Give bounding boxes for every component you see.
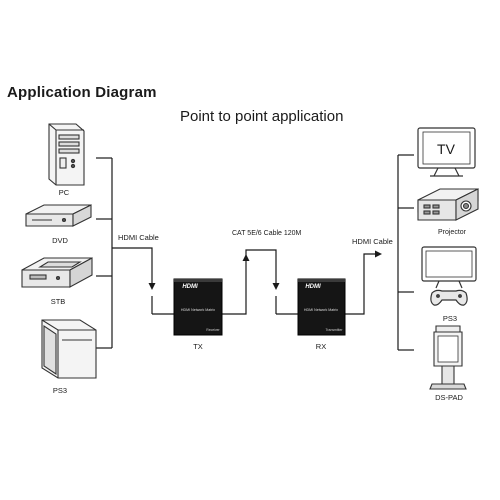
input-hdmi-line	[112, 247, 156, 290]
source-label-pc: PC	[59, 188, 70, 197]
pc-tower-icon	[48, 123, 85, 186]
rx-label: RX	[316, 342, 326, 351]
rx-extender-box: HDMI HDMI Network Matrix Transmitter	[297, 278, 346, 336]
rx-role-text: Transmitter	[325, 328, 343, 332]
display-label-dspad: DS-PAD	[435, 393, 463, 402]
monitor-gamepad-icon	[421, 246, 477, 306]
tx-hdmi-logo: HDMI	[182, 284, 198, 290]
display-label-projector: Projector	[438, 229, 467, 236]
tv-icon	[417, 127, 476, 177]
kiosk-stand-icon	[429, 325, 467, 390]
source-label-dvd: DVD	[52, 236, 68, 245]
ps3-console-icon	[41, 319, 97, 379]
tx-model-text: HDMI Network Matrix	[181, 308, 215, 312]
connection-lines	[96, 154, 414, 351]
tv-screen-text: TV	[437, 141, 456, 157]
display-label-ps3: PS3	[443, 314, 457, 323]
tx-label: TX	[193, 342, 203, 351]
page-title: Application Diagram	[7, 84, 157, 101]
link-cable-label: CAT 5E/6 Cable 120M	[232, 230, 302, 237]
projector-icon	[417, 188, 479, 221]
tx-extender-box: HDMI HDMI Network Matrix Receiver	[173, 278, 223, 336]
cat-cable-up-line	[222, 254, 250, 315]
rx-model-text: HDMI Network Matrix	[304, 308, 338, 312]
tx-role-text: Receiver	[206, 328, 220, 332]
source-label-ps3: PS3	[53, 386, 67, 395]
output-cable-label: HDMI Cable	[352, 237, 393, 246]
rx-hdmi-logo: HDMI	[305, 284, 321, 290]
output-hdmi-line	[345, 250, 382, 315]
input-cable-label: HDMI Cable	[118, 233, 159, 242]
set-top-box-icon	[21, 257, 93, 288]
cat-cable-over-line	[245, 249, 280, 290]
dvd-player-icon	[25, 204, 92, 227]
source-label-stb: STB	[51, 297, 66, 306]
diagram-subtitle: Point to point application	[180, 108, 344, 125]
